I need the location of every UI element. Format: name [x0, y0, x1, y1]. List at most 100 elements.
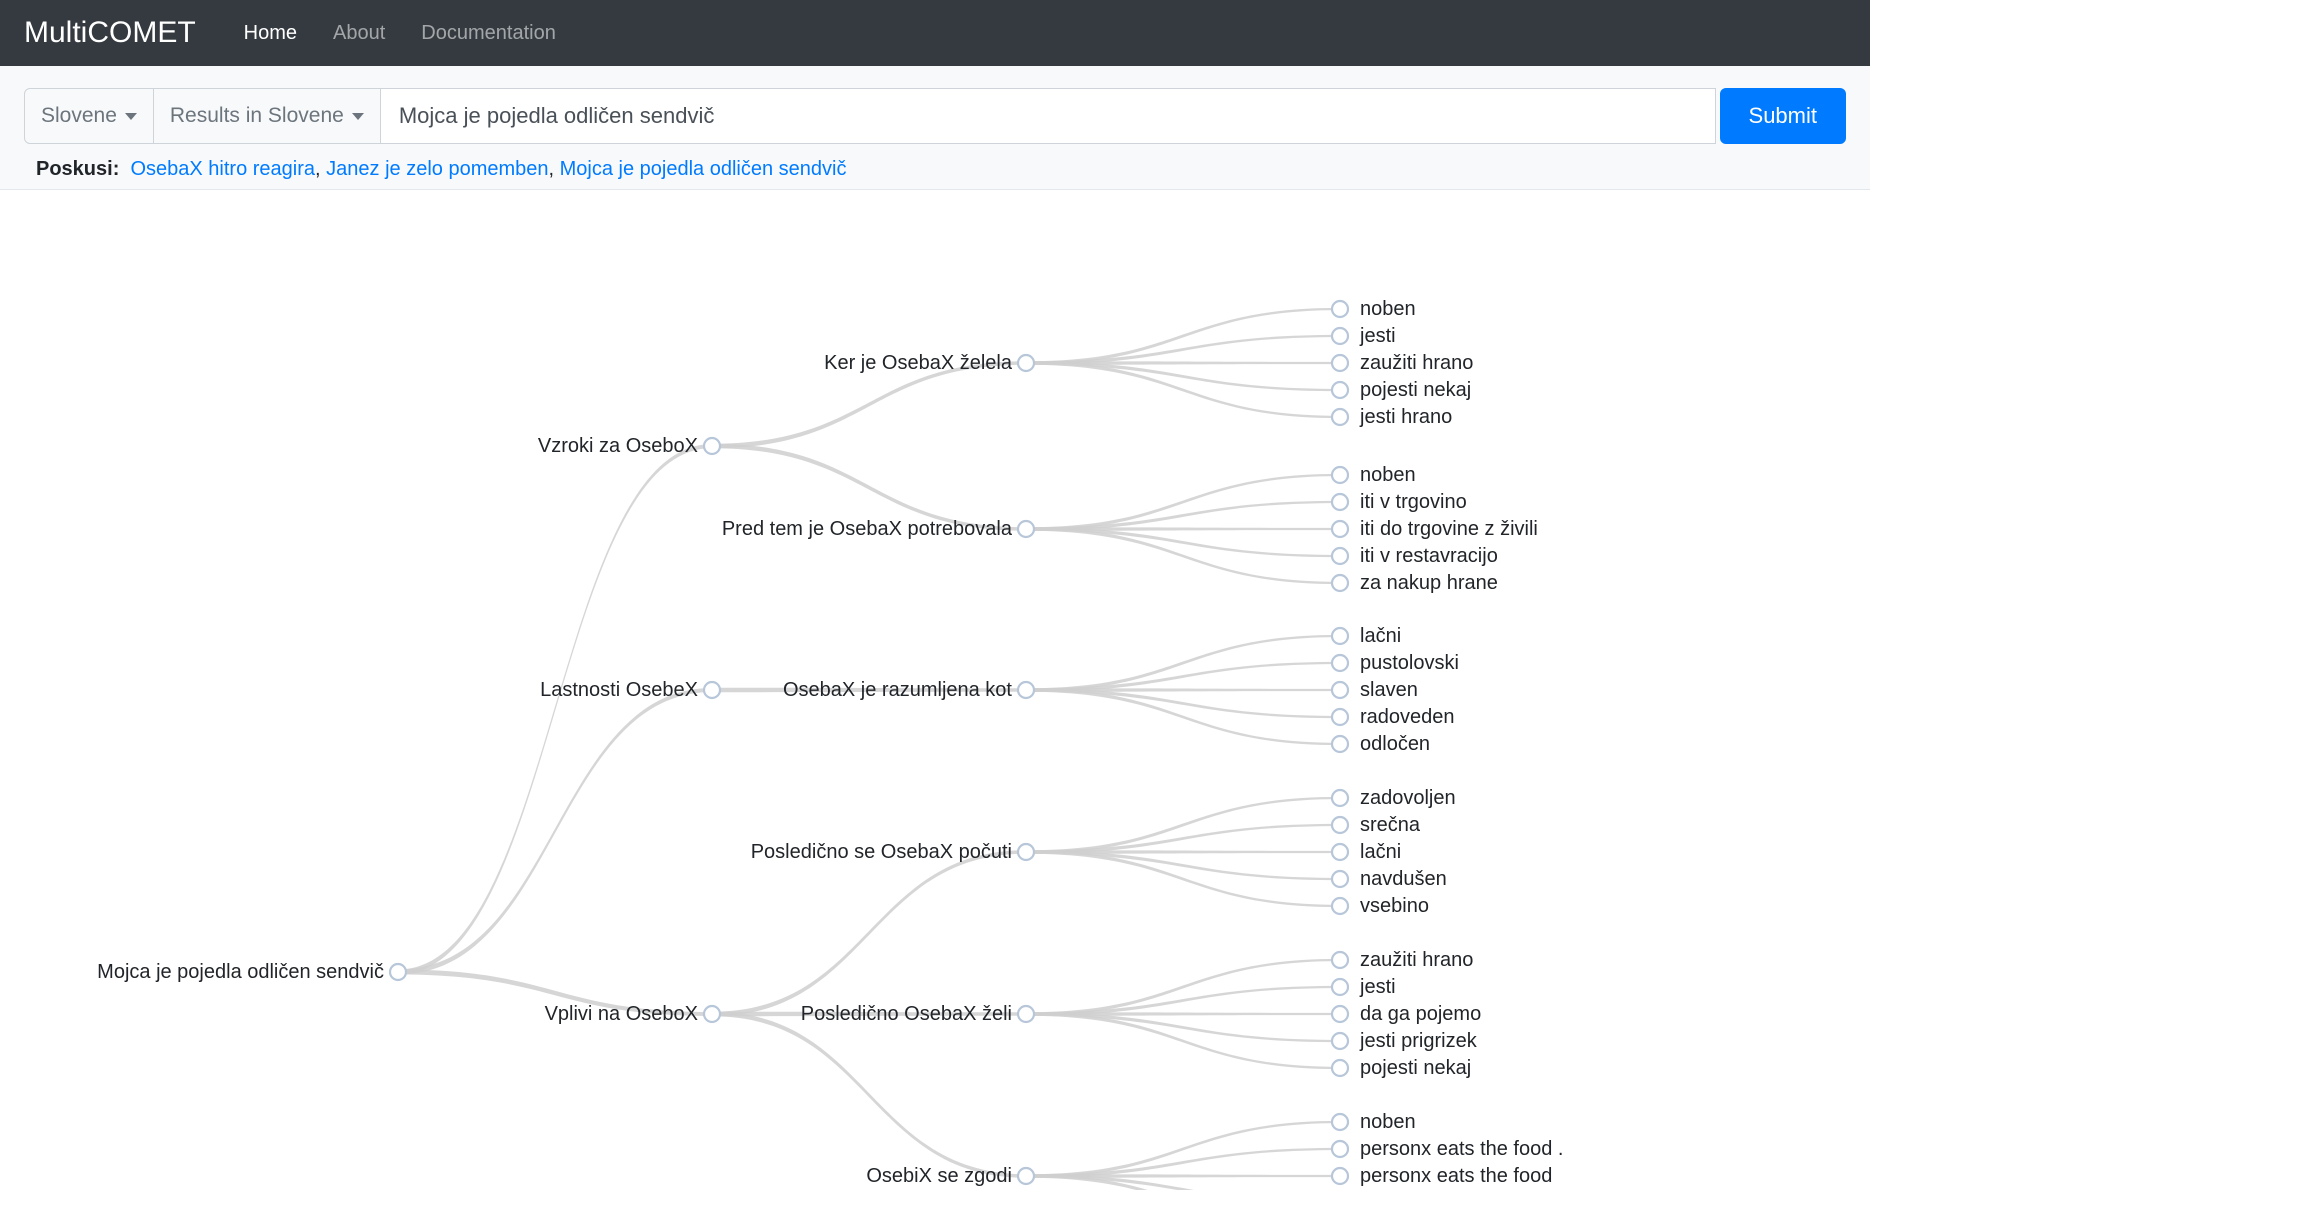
tree-link	[1026, 1012, 1340, 1016]
tree-link	[1026, 361, 1340, 365]
tree-leaf-node[interactable]	[1330, 1058, 1350, 1078]
tree-link	[1026, 958, 1340, 1016]
example-link-2[interactable]: Janez je zelo pomemben	[326, 158, 549, 180]
submit-button[interactable]: Submit	[1719, 88, 1846, 144]
tree-leaf-label: da ga pojemo	[1360, 1003, 1481, 1025]
tree-relation-node[interactable]	[1016, 680, 1036, 700]
nav-link-documentation[interactable]: Documentation	[421, 21, 556, 44]
tree-leaf-label: jesti prigrizek	[1359, 1030, 1478, 1052]
tree-leaf-label: pojesti nekaj	[1360, 1057, 1471, 1079]
tree-leaf-node[interactable]	[1330, 519, 1350, 539]
example-link-3[interactable]: Mojca je pojedla odličen sendvič	[559, 158, 847, 180]
tree-relation-node[interactable]	[1016, 353, 1036, 373]
tree-root-node[interactable]	[388, 962, 408, 982]
tree-leaf-label: zaužiti hrano	[1360, 352, 1473, 374]
tree-relation-label: Posledično se OsebaX počuti	[751, 841, 1012, 863]
tree-leaf-node[interactable]	[1330, 299, 1350, 319]
tree-leaf-label: zaužiti hrano	[1360, 949, 1473, 971]
tree-category-node[interactable]	[702, 436, 722, 456]
tree-leaf-node[interactable]	[1330, 380, 1350, 400]
tree-leaf-label: iti do trgovine z živili	[1360, 518, 1538, 540]
tree-link	[1026, 361, 1340, 419]
tree-leaf-node[interactable]	[1330, 869, 1350, 889]
tree-leaf-node[interactable]	[1330, 680, 1350, 700]
tree-category-node[interactable]	[702, 680, 722, 700]
tree-leaf-node[interactable]	[1330, 707, 1350, 727]
page-root: MultiCOMET Home About Documentation Slov…	[0, 0, 1870, 1190]
tree-leaf-node[interactable]	[1330, 842, 1350, 862]
tree-leaf-label: noben	[1360, 1111, 1416, 1133]
tree-leaf-node[interactable]	[1330, 1112, 1350, 1132]
tree-link	[1026, 527, 1340, 558]
tree-leaf-label: jesti	[1359, 976, 1396, 998]
tree-link	[1026, 527, 1340, 585]
tree-link	[712, 1011, 1026, 1017]
search-band: Slovene Results in Slovene Submit Poskus…	[0, 66, 1870, 190]
search-input[interactable]	[380, 88, 1716, 144]
examples-row: Poskusi: OsebaX hitro reagira, Janez je …	[24, 144, 1846, 181]
tree-leaf-node[interactable]	[1330, 353, 1350, 373]
tree-leaf-node[interactable]	[1330, 1031, 1350, 1051]
brand-logo[interactable]: MultiCOMET	[24, 16, 196, 49]
tree-relation-node[interactable]	[1016, 842, 1036, 862]
tree-link	[1026, 334, 1340, 365]
tree-leaf-node[interactable]	[1330, 977, 1350, 997]
tree-relation-node[interactable]	[1016, 519, 1036, 539]
tree-leaf-label: za nakup hrane	[1360, 572, 1498, 594]
tree-link	[398, 969, 712, 1016]
tree-category-node[interactable]	[702, 1004, 722, 1024]
tree-leaf-label: jesti	[1359, 325, 1396, 347]
tree-link	[712, 687, 1026, 693]
example-link-1[interactable]: OsebaX hitro reagira	[130, 158, 316, 180]
tree-leaf-node[interactable]	[1330, 734, 1350, 754]
tree-leaf-node[interactable]	[1330, 626, 1350, 646]
language-dropdown-button[interactable]: Slovene	[24, 88, 154, 144]
tree-leaf-node[interactable]	[1330, 1139, 1350, 1159]
tree-link	[1026, 796, 1340, 854]
tree-leaf-label: navdušen	[1360, 868, 1447, 890]
tree-link	[1026, 850, 1340, 908]
tree-link	[1026, 688, 1340, 746]
tree-relation-label: Ker je OsebaX želela	[824, 352, 1013, 374]
tree-svg[interactable]: noben jesti zaužiti hrano pojesti nekaj jest…	[0, 190, 1870, 1190]
tree-link	[1026, 1012, 1340, 1070]
tree-leaf-node[interactable]	[1330, 465, 1350, 485]
tree-leaf-node[interactable]	[1330, 950, 1350, 970]
tree-leaf-label: pojesti nekaj	[1360, 379, 1471, 401]
tree-link	[712, 1011, 1026, 1178]
tree-link	[1026, 850, 1340, 881]
tree-link	[1026, 307, 1340, 365]
tree-leaf-node[interactable]	[1330, 896, 1350, 916]
tree-leaf-label: radoveden	[1360, 706, 1455, 728]
tree-relation-node[interactable]	[1016, 1166, 1036, 1186]
tree-link	[1026, 850, 1340, 854]
tree-links-layer	[398, 307, 1340, 1190]
tree-leaf-node[interactable]	[1330, 653, 1350, 673]
tree-relation-label: Posledično OsebaX želi	[801, 1003, 1012, 1025]
tree-leaf-node[interactable]	[1330, 546, 1350, 566]
tree-leaf-node[interactable]	[1330, 815, 1350, 835]
tree-leaf-node[interactable]	[1330, 1004, 1350, 1024]
tree-leaf-label: srečna	[1360, 814, 1421, 836]
tree-nodes-layer: noben jesti zaužiti hrano pojesti nekaj jest…	[97, 298, 1563, 1187]
nav-link-home[interactable]: Home	[243, 21, 298, 44]
tree-link	[1026, 688, 1340, 692]
tree-relation-label: Pred tem je OsebaX potrebovala	[722, 518, 1013, 540]
tree-link	[712, 361, 1026, 449]
tree-relation-node[interactable]	[1016, 1004, 1036, 1024]
tree-category-label: Vzroki za OseboX	[538, 435, 698, 457]
tree-link	[1026, 473, 1340, 531]
tree-leaf-node[interactable]	[1330, 326, 1350, 346]
results-language-dropdown-button[interactable]: Results in Slovene	[153, 88, 381, 144]
tree-leaf-node[interactable]	[1330, 573, 1350, 593]
tree-link	[1026, 1120, 1340, 1178]
tree-leaf-node[interactable]	[1330, 407, 1350, 427]
tree-leaf-node[interactable]	[1330, 492, 1350, 512]
tree-link	[1026, 634, 1340, 692]
tree-visualization[interactable]: noben jesti zaužiti hrano pojesti nekaj jest…	[0, 190, 1870, 1190]
tree-link	[1026, 661, 1340, 692]
tree-leaf-node[interactable]	[1330, 788, 1350, 808]
tree-leaf-node[interactable]	[1330, 1166, 1350, 1186]
tree-leaf-label: vsebino	[1360, 895, 1429, 917]
nav-link-about[interactable]: About	[333, 21, 386, 44]
